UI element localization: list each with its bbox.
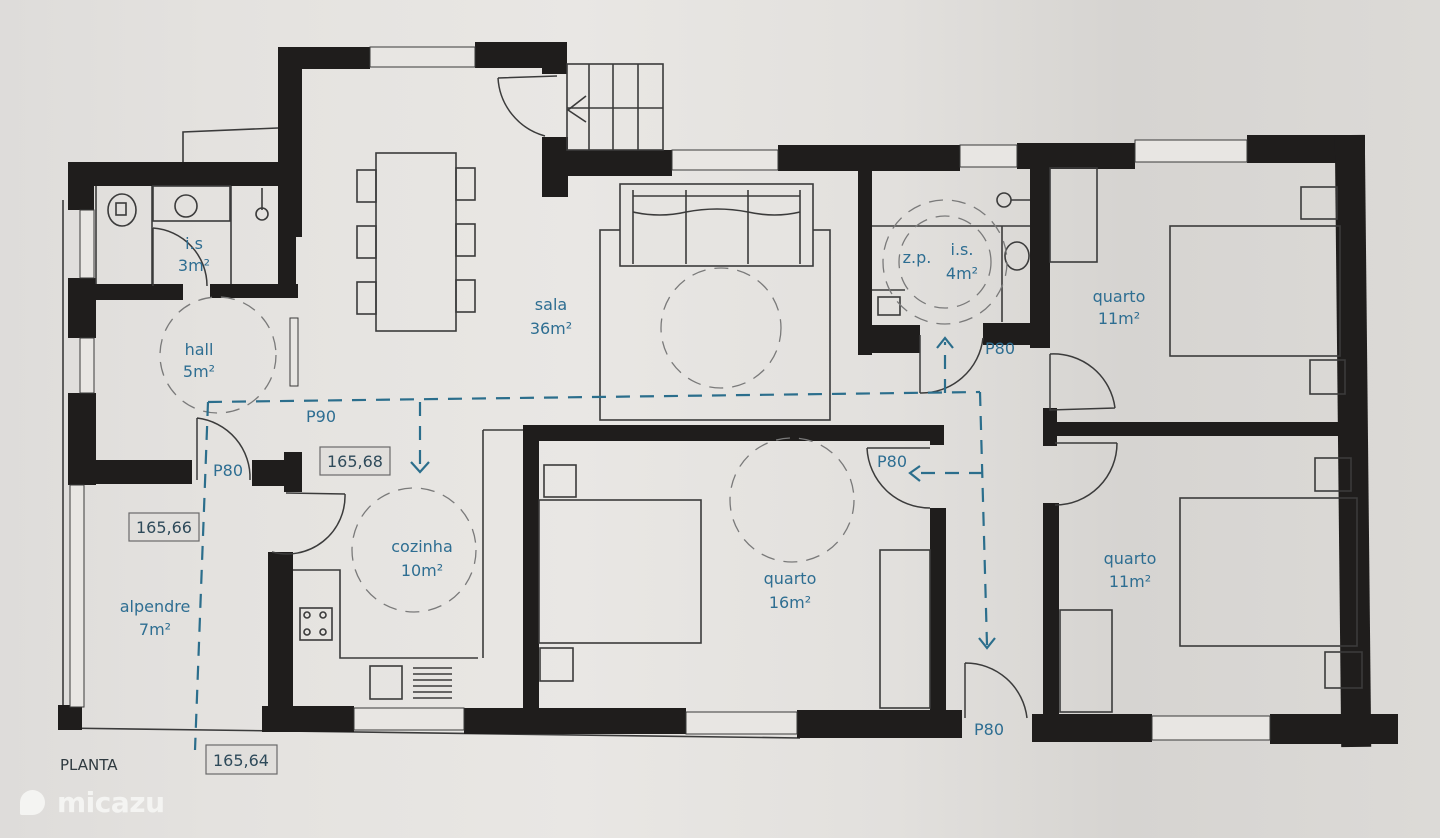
room-alpendre-name: alpendre: [120, 597, 191, 616]
room-alpendre-area: 7m²: [139, 620, 171, 639]
watermark-brand: micazu: [57, 786, 165, 819]
door-entrance[interactable]: [196, 417, 251, 481]
room-hall-area: 5m²: [183, 362, 215, 381]
dining-table: [356, 152, 476, 332]
room-hall-name: hall: [185, 340, 214, 359]
bath-right-fixtures: [872, 192, 1030, 394]
door-quarto-center[interactable]: [866, 447, 931, 509]
room-is-large-area: 4m²: [946, 264, 978, 283]
door-bottom[interactable]: [964, 662, 1028, 719]
room-quarto-center-name: quarto: [764, 569, 817, 588]
door-label-entrance: P80: [213, 461, 243, 480]
elevation-tags: 165,68 165,66 165,64: [128, 446, 391, 775]
room-quarto-se-name: quarto: [1104, 549, 1157, 568]
room-sala-area: 36m²: [530, 319, 572, 338]
elevation-porch: 165,66: [136, 518, 192, 537]
door-label-p90: P90: [306, 407, 336, 426]
door-bath-right[interactable]: [919, 335, 984, 394]
stairs: [566, 63, 664, 151]
door-quarto-se[interactable]: [1054, 442, 1118, 506]
room-quarto-se-area: 11m²: [1109, 572, 1151, 591]
bath-left-fixtures: [95, 185, 299, 414]
room-quarto-center-area: 16m²: [769, 593, 811, 612]
room-is-large-name: i.s.: [951, 240, 974, 259]
door-quarto-ne[interactable]: [1049, 353, 1116, 411]
room-cozinha-name: cozinha: [391, 537, 453, 556]
quarto-center-furniture: [538, 437, 931, 709]
room-quarto-ne-name: quarto: [1093, 287, 1146, 306]
sofa-and-rug: [599, 183, 831, 421]
door-kitchen[interactable]: [271, 492, 346, 555]
quarto-se-furniture: [1054, 442, 1363, 713]
quarto-ne-furniture: [1049, 167, 1346, 411]
room-quarto-ne-area: 11m²: [1098, 309, 1140, 328]
door-label-bath: P80: [985, 339, 1015, 358]
room-cozinha-area: 10m²: [401, 561, 443, 580]
room-is-large-note: z.p.: [903, 248, 932, 267]
room-labels: i.s 3m² hall 5m² sala 36m² z.p. i.s. 4m²…: [120, 234, 1157, 639]
room-sala-name: sala: [535, 295, 567, 314]
elevation-bottom: 165,64: [213, 751, 269, 770]
circulation-path: [193, 336, 996, 751]
room-is-small-area: 3m²: [178, 256, 210, 275]
kitchen-furniture: [271, 429, 523, 700]
walls: [58, 42, 1398, 748]
door-label-quarto-center: P80: [877, 452, 907, 471]
elevation-kitchen: 165,68: [327, 452, 383, 471]
door-labels: P90 P80 P80 P80 P80: [213, 339, 1015, 739]
outline-lines: [59, 127, 801, 739]
door-label-bottom: P80: [974, 720, 1004, 739]
watermark: micazu: [20, 786, 165, 819]
windows: [69, 46, 1271, 741]
door-bath-left[interactable]: [152, 227, 208, 287]
door-stairs[interactable]: [497, 75, 558, 137]
room-is-small-name: i.s: [185, 234, 203, 253]
plan-title: PLANTA: [60, 756, 118, 774]
micazu-logo-icon: [20, 790, 45, 815]
